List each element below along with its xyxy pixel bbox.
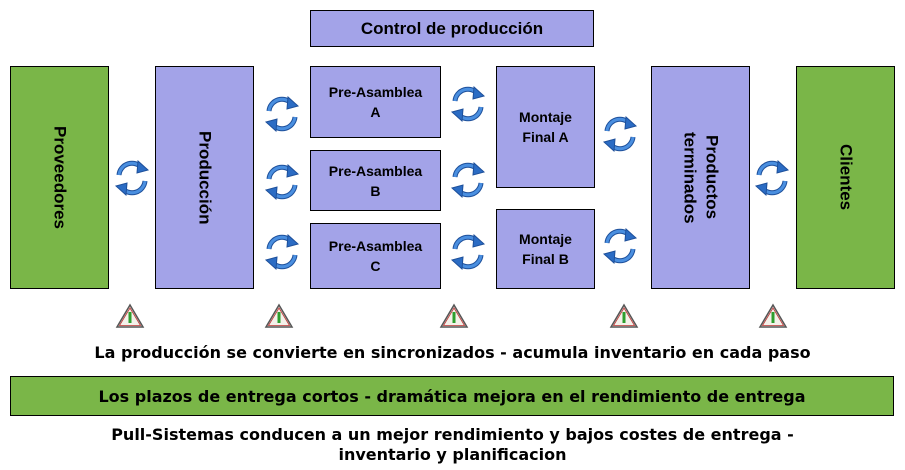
clientes-box: Clientes [796, 66, 895, 289]
inventory-warning-icon [439, 303, 469, 329]
produccion-box: Producción [155, 66, 254, 289]
cycle-arrows-icon [600, 114, 640, 154]
productos-terminados-label: Productos terminados [680, 131, 722, 224]
cycle-arrows-icon [112, 158, 152, 198]
inventory-warning-icon [115, 303, 145, 329]
pre-asamblea-c-box: Pre-Asamblea C [310, 223, 441, 289]
cycle-arrows-icon [752, 158, 792, 198]
cycle-arrows-icon [262, 232, 302, 272]
montaje-final-b-box: Montaje Final B [496, 209, 595, 289]
inventory-warning-icon [758, 303, 788, 329]
inventory-warning-icon [609, 303, 639, 329]
pre-asamblea-b-box: Pre-Asamblea B [310, 150, 441, 211]
productos-terminados-box: Productos terminados [651, 66, 750, 289]
proveedores-label: Proveedores [50, 126, 70, 229]
cycle-arrows-icon [448, 232, 488, 272]
clientes-label: Clientes [836, 144, 856, 211]
caption-pull-sistemas: Pull-Sistemas conducen a un mejor rendim… [111, 425, 794, 444]
pre-asamblea-c-label: Pre-Asamblea C [328, 238, 423, 274]
cycle-arrows-icon [600, 226, 640, 266]
caption-inventario-planificacion: inventario y planificacion [338, 445, 567, 464]
produccion-label: Producción [195, 130, 215, 225]
cycle-arrows-icon [262, 94, 302, 134]
montaje-final-a-label: Montaje Final A [519, 109, 572, 145]
cycle-arrows-icon [448, 84, 488, 124]
cycle-arrows-icon [448, 160, 488, 200]
inventory-warning-icon [264, 303, 294, 329]
pre-asamblea-a-box: Pre-Asamblea A [310, 66, 441, 138]
cycle-arrows-icon [262, 162, 302, 202]
control-produccion-box: Control de producción [310, 10, 594, 47]
banner-plazos-entrega-label: Los plazos de entrega cortos - dramática… [98, 386, 806, 406]
proveedores-box: Proveedores [10, 66, 109, 289]
montaje-final-a-box: Montaje Final A [496, 66, 595, 188]
caption-sincronizados: La producción se convierte en sincroniza… [94, 343, 811, 362]
pre-asamblea-b-label: Pre-Asamblea B [328, 162, 423, 199]
banner-plazos-entrega: Los plazos de entrega cortos - dramática… [10, 376, 894, 416]
montaje-final-b-label: Montaje Final B [519, 231, 572, 267]
control-produccion-label: Control de producción [360, 18, 544, 38]
pre-asamblea-a-label: Pre-Asamblea A [328, 84, 423, 120]
